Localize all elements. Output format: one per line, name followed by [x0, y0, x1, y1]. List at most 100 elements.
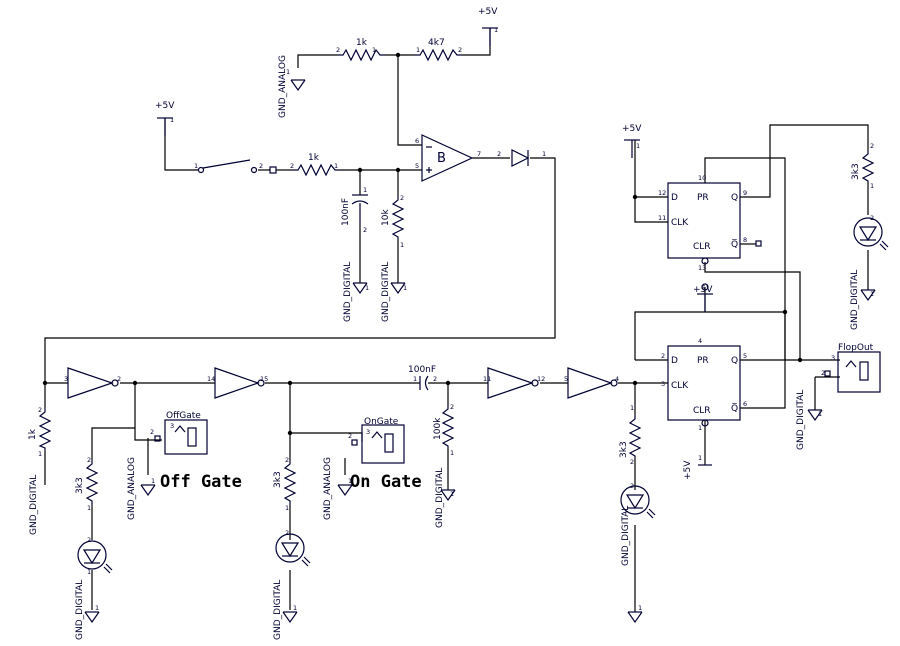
svg-text:15: 15 — [260, 375, 268, 383]
svg-text:1: 1 — [293, 604, 297, 612]
gnd-digital-label-led2: GND_DIGITAL — [273, 580, 283, 640]
svg-text:2: 2 — [821, 369, 825, 377]
ff1-pr: PR — [697, 193, 709, 203]
svg-text:2: 2 — [870, 214, 874, 222]
svg-text:5: 5 — [564, 375, 568, 383]
svg-text:2: 2 — [363, 226, 367, 234]
r-3k3-led4-label: 3k3 — [851, 163, 861, 180]
svg-text:1: 1 — [630, 404, 634, 412]
ff1-clr: CLR — [693, 242, 711, 252]
gnd-analog-label-ongate: GND_ANALOG — [323, 457, 333, 520]
svg-text:10: 10 — [698, 174, 706, 182]
svg-text:12: 12 — [658, 189, 666, 197]
ff2-clk: CLK — [671, 381, 689, 391]
flipflops — [667, 182, 741, 427]
svg-text:1: 1 — [194, 162, 198, 170]
svg-text:11: 11 — [483, 375, 491, 383]
svg-text:2: 2 — [630, 458, 634, 466]
svg-text:3: 3 — [64, 375, 68, 383]
gnd-digital-label-led3: GND_DIGITAL — [621, 506, 631, 566]
svg-text:5: 5 — [743, 352, 747, 360]
ff1-clk: CLK — [671, 218, 689, 228]
svg-text:1: 1 — [636, 142, 640, 150]
ff2-clr: CLR — [693, 406, 711, 416]
svg-text:13: 13 — [698, 264, 706, 272]
svg-text:1: 1 — [403, 284, 407, 292]
ff2-q: Q — [731, 356, 738, 366]
svg-text:1: 1 — [334, 162, 338, 170]
c-100nf-horiz-label: 100nF — [408, 365, 436, 375]
ff2-pr: PR — [697, 356, 709, 366]
svg-text:6: 6 — [743, 400, 747, 408]
svg-text:2: 2 — [630, 482, 634, 490]
r-3k3-led3-label: 3k3 — [619, 441, 629, 458]
svg-text:2: 2 — [38, 406, 42, 414]
svg-text:1: 1 — [638, 604, 642, 612]
vcc-label-ff2: +5V — [693, 285, 713, 295]
r-4k7-label: 4k7 — [428, 38, 445, 48]
gnd-digital-label-1k: GND_DIGITAL — [29, 475, 39, 535]
diode — [511, 149, 530, 167]
svg-text:1: 1 — [348, 477, 352, 485]
svg-text:2: 2 — [87, 456, 91, 464]
svg-text:2: 2 — [285, 456, 289, 464]
svg-text:1: 1 — [38, 450, 42, 458]
svg-text:11: 11 — [658, 214, 666, 222]
svg-text:1: 1 — [450, 490, 454, 498]
svg-text:1: 1 — [542, 150, 546, 158]
wires — [44, 28, 869, 612]
svg-text:2: 2 — [87, 536, 91, 544]
offgate-ref: OffGate — [166, 411, 201, 421]
svg-text:1: 1 — [87, 504, 91, 512]
svg-text:1: 1 — [170, 116, 174, 124]
svg-text:12: 12 — [537, 375, 545, 383]
svg-text:2: 2 — [400, 194, 404, 202]
opamp — [421, 134, 474, 182]
svg-text:1: 1 — [365, 284, 369, 292]
jacks — [154, 240, 881, 464]
svg-text:5: 5 — [415, 162, 419, 170]
svg-text:1: 1 — [416, 46, 420, 54]
gnd-digital-label-10k: GND_DIGITAL — [381, 262, 391, 322]
ff2-d: D — [671, 356, 678, 366]
gnd-digital-label-100k: GND_DIGITAL — [435, 468, 445, 528]
vcc-label-ff2-clr: +5V — [683, 460, 693, 480]
vcc-label-ff1: +5V — [622, 124, 642, 134]
svg-text:3: 3 — [170, 422, 174, 430]
svg-text:3: 3 — [366, 428, 370, 436]
on-gate-title: On Gate — [350, 472, 422, 492]
svg-text:1: 1 — [286, 68, 290, 76]
r-3k3-led2-label: 3k3 — [273, 471, 283, 488]
svg-text:1: 1 — [372, 46, 376, 54]
ff1-d: D — [671, 193, 678, 203]
svg-text:1: 1 — [698, 454, 702, 462]
svg-text:1: 1 — [151, 477, 155, 485]
ff1-qbar: Q̅ — [731, 238, 738, 250]
gnd-digital-label-led4: GND_DIGITAL — [850, 270, 860, 330]
opamp-b-label: B — [437, 151, 446, 166]
svg-text:2: 2 — [150, 428, 154, 436]
ground-symbols — [84, 79, 876, 623]
ff1-q: Q — [731, 193, 738, 203]
svg-text:2: 2 — [348, 432, 352, 440]
gnd-digital-label-cap: GND_DIGITAL — [343, 262, 353, 322]
svg-text:3: 3 — [661, 380, 665, 388]
gnd-digital-label-flopout: GND_DIGITAL — [796, 390, 806, 450]
svg-text:2: 2 — [458, 46, 462, 54]
labels: +5V +5V +5V +5V +5V GND_ANALOG GND_DIGIT… — [28, 7, 874, 640]
resistors — [38, 48, 875, 505]
svg-text:2: 2 — [450, 403, 454, 411]
svg-text:6: 6 — [415, 137, 419, 145]
flopout-ref: FlopOut — [838, 343, 874, 353]
svg-text:2: 2 — [661, 352, 665, 360]
svg-text:1: 1 — [400, 241, 404, 249]
svg-text:1: 1 — [818, 410, 822, 418]
svg-text:2: 2 — [259, 162, 263, 170]
svg-text:1: 1 — [95, 604, 99, 612]
svg-text:2: 2 — [285, 529, 289, 537]
svg-text:1: 1 — [870, 290, 874, 298]
leds — [77, 217, 889, 574]
pin-numbers: 1 2 1 2 1 1 1 1 2 2 1 6 5 7 2 1 1 2 2 1 … — [38, 26, 874, 612]
svg-text:1: 1 — [494, 26, 498, 34]
